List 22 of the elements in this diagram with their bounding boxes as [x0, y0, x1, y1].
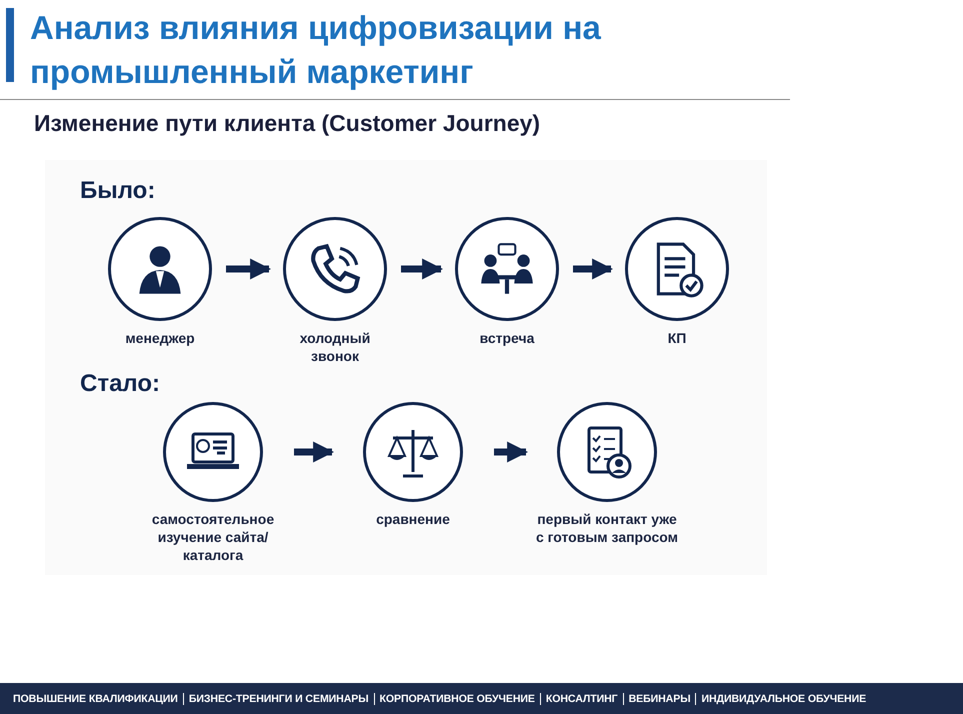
arrow — [401, 258, 444, 280]
node-label: менеджер — [125, 329, 195, 347]
node-label: первый контакт уже с готовым запросом — [534, 510, 679, 546]
node-label: КП — [668, 329, 686, 347]
node-label: сравнение — [376, 510, 450, 528]
arrow — [226, 258, 272, 280]
arrow — [294, 442, 334, 462]
footer-item: БИЗНЕС-ТРЕНИНГИ И СЕМИНАРЫ — [182, 692, 374, 704]
node-label: холодный звонок — [298, 329, 372, 365]
section-heading: Стало: — [80, 370, 160, 398]
arrow — [573, 258, 614, 280]
footer-item: ПОВЫШЕНИЕ КВАЛИФИКАЦИИ — [12, 692, 179, 704]
title: Анализ влияния цифровизации на промышленный маркетинг — [30, 8, 602, 92]
footer-item: КОНСАЛТИНГ — [540, 692, 623, 704]
section-heading: Было: — [80, 177, 156, 205]
footer-item: ВЕБИНАРЫ — [622, 692, 696, 704]
footer-item: КОРПОРАТИВНОЕ ОБУЧЕНИЕ — [374, 692, 540, 704]
node-label: встреча — [480, 329, 534, 347]
arrow — [494, 442, 528, 462]
footer-item: ИНДИВИДУАЛЬНОЕ ОБУЧЕНИЕ — [695, 692, 872, 704]
node-label: самостоятельное изучение сайта/каталога — [150, 510, 276, 564]
subtitle: Изменение пути клиента (Customer Journey) — [34, 110, 540, 137]
